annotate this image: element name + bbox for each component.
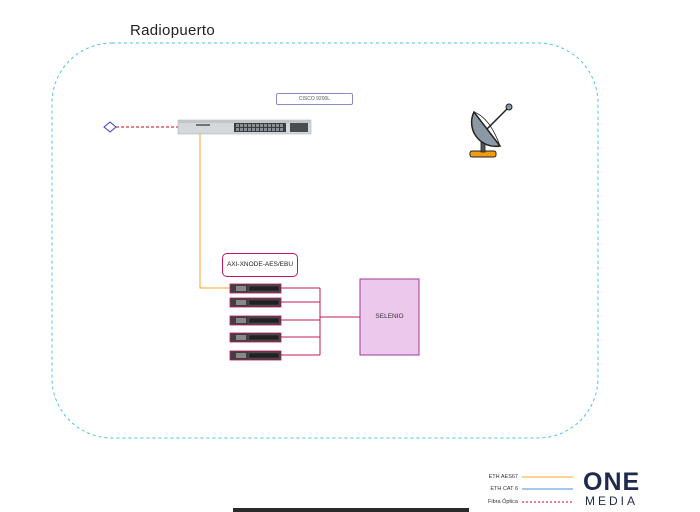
xnode-unit[interactable] bbox=[229, 297, 282, 308]
diamond-node-icon[interactable] bbox=[103, 121, 117, 133]
xnode-units bbox=[229, 283, 282, 361]
network-switch-icon[interactable] bbox=[177, 119, 312, 135]
logo-line2: MEDIA bbox=[585, 494, 639, 508]
xnode-unit[interactable] bbox=[229, 332, 282, 343]
satellite-dish-icon bbox=[469, 103, 513, 158]
xnode-unit[interactable] bbox=[229, 315, 282, 326]
one-media-logo: ONE MEDIA bbox=[583, 470, 661, 508]
legend-label-aes67: ETH AES67 bbox=[488, 474, 518, 480]
aes67-link bbox=[199, 134, 230, 289]
legend-label-fiber: Fibra Óptica bbox=[488, 499, 518, 505]
legend-label-cat6: ETH CAT 6 bbox=[490, 486, 518, 492]
xnode-unit[interactable] bbox=[229, 283, 282, 294]
xnode-label[interactable]: AXI-XNODE-AES/EBU bbox=[222, 253, 298, 277]
selenio-label: SELENIO bbox=[375, 313, 404, 320]
xnode-unit[interactable] bbox=[229, 350, 282, 361]
logo-line1: ONE bbox=[583, 468, 641, 496]
switch-label: CISCO 9200L bbox=[276, 93, 353, 105]
radiopuerto-boundary bbox=[51, 42, 599, 439]
selenio-box[interactable] bbox=[359, 278, 420, 356]
bottom-bar bbox=[233, 508, 469, 512]
xnode-links bbox=[281, 287, 360, 356]
diagram-title: Radiopuerto bbox=[130, 22, 216, 39]
